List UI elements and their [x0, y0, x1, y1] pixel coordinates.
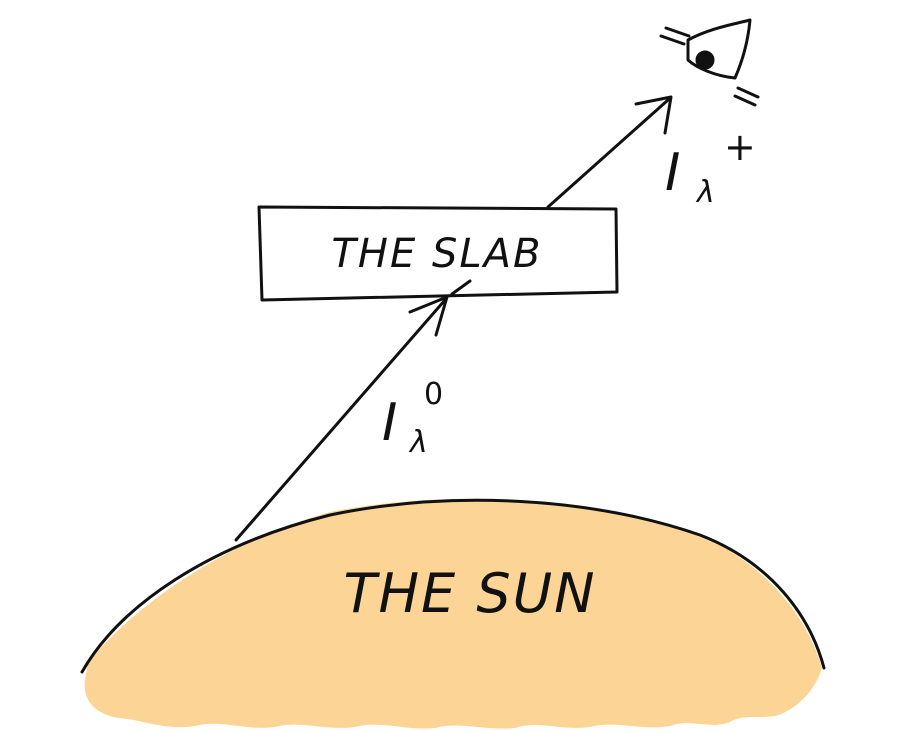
sun-fill: [84, 498, 822, 729]
incoming-intensity-superscript: 0: [424, 377, 443, 412]
sun-outline: [80, 498, 826, 674]
outgoing-intensity-symbol: I: [665, 143, 680, 203]
outgoing-ray-arrowhead: [634, 95, 673, 135]
outgoing-intensity-label: I λ +: [665, 125, 756, 210]
outgoing-intensity-subscript: λ: [695, 175, 715, 210]
eye-icon: [659, 18, 760, 107]
slab-label: THE SLAB: [332, 231, 543, 277]
incoming-intensity-subscript: λ: [408, 425, 428, 460]
incoming-intensity-symbol: I: [382, 393, 397, 453]
outgoing-ray-line: [546, 98, 670, 209]
slab-box: [257, 205, 619, 302]
incoming-intensity-label: I λ 0: [382, 377, 443, 460]
slab-exit-stub: [450, 279, 472, 296]
sun-label: THE SUN: [343, 562, 596, 625]
incoming-ray-line: [234, 298, 447, 542]
outgoing-intensity-superscript: +: [724, 125, 756, 169]
